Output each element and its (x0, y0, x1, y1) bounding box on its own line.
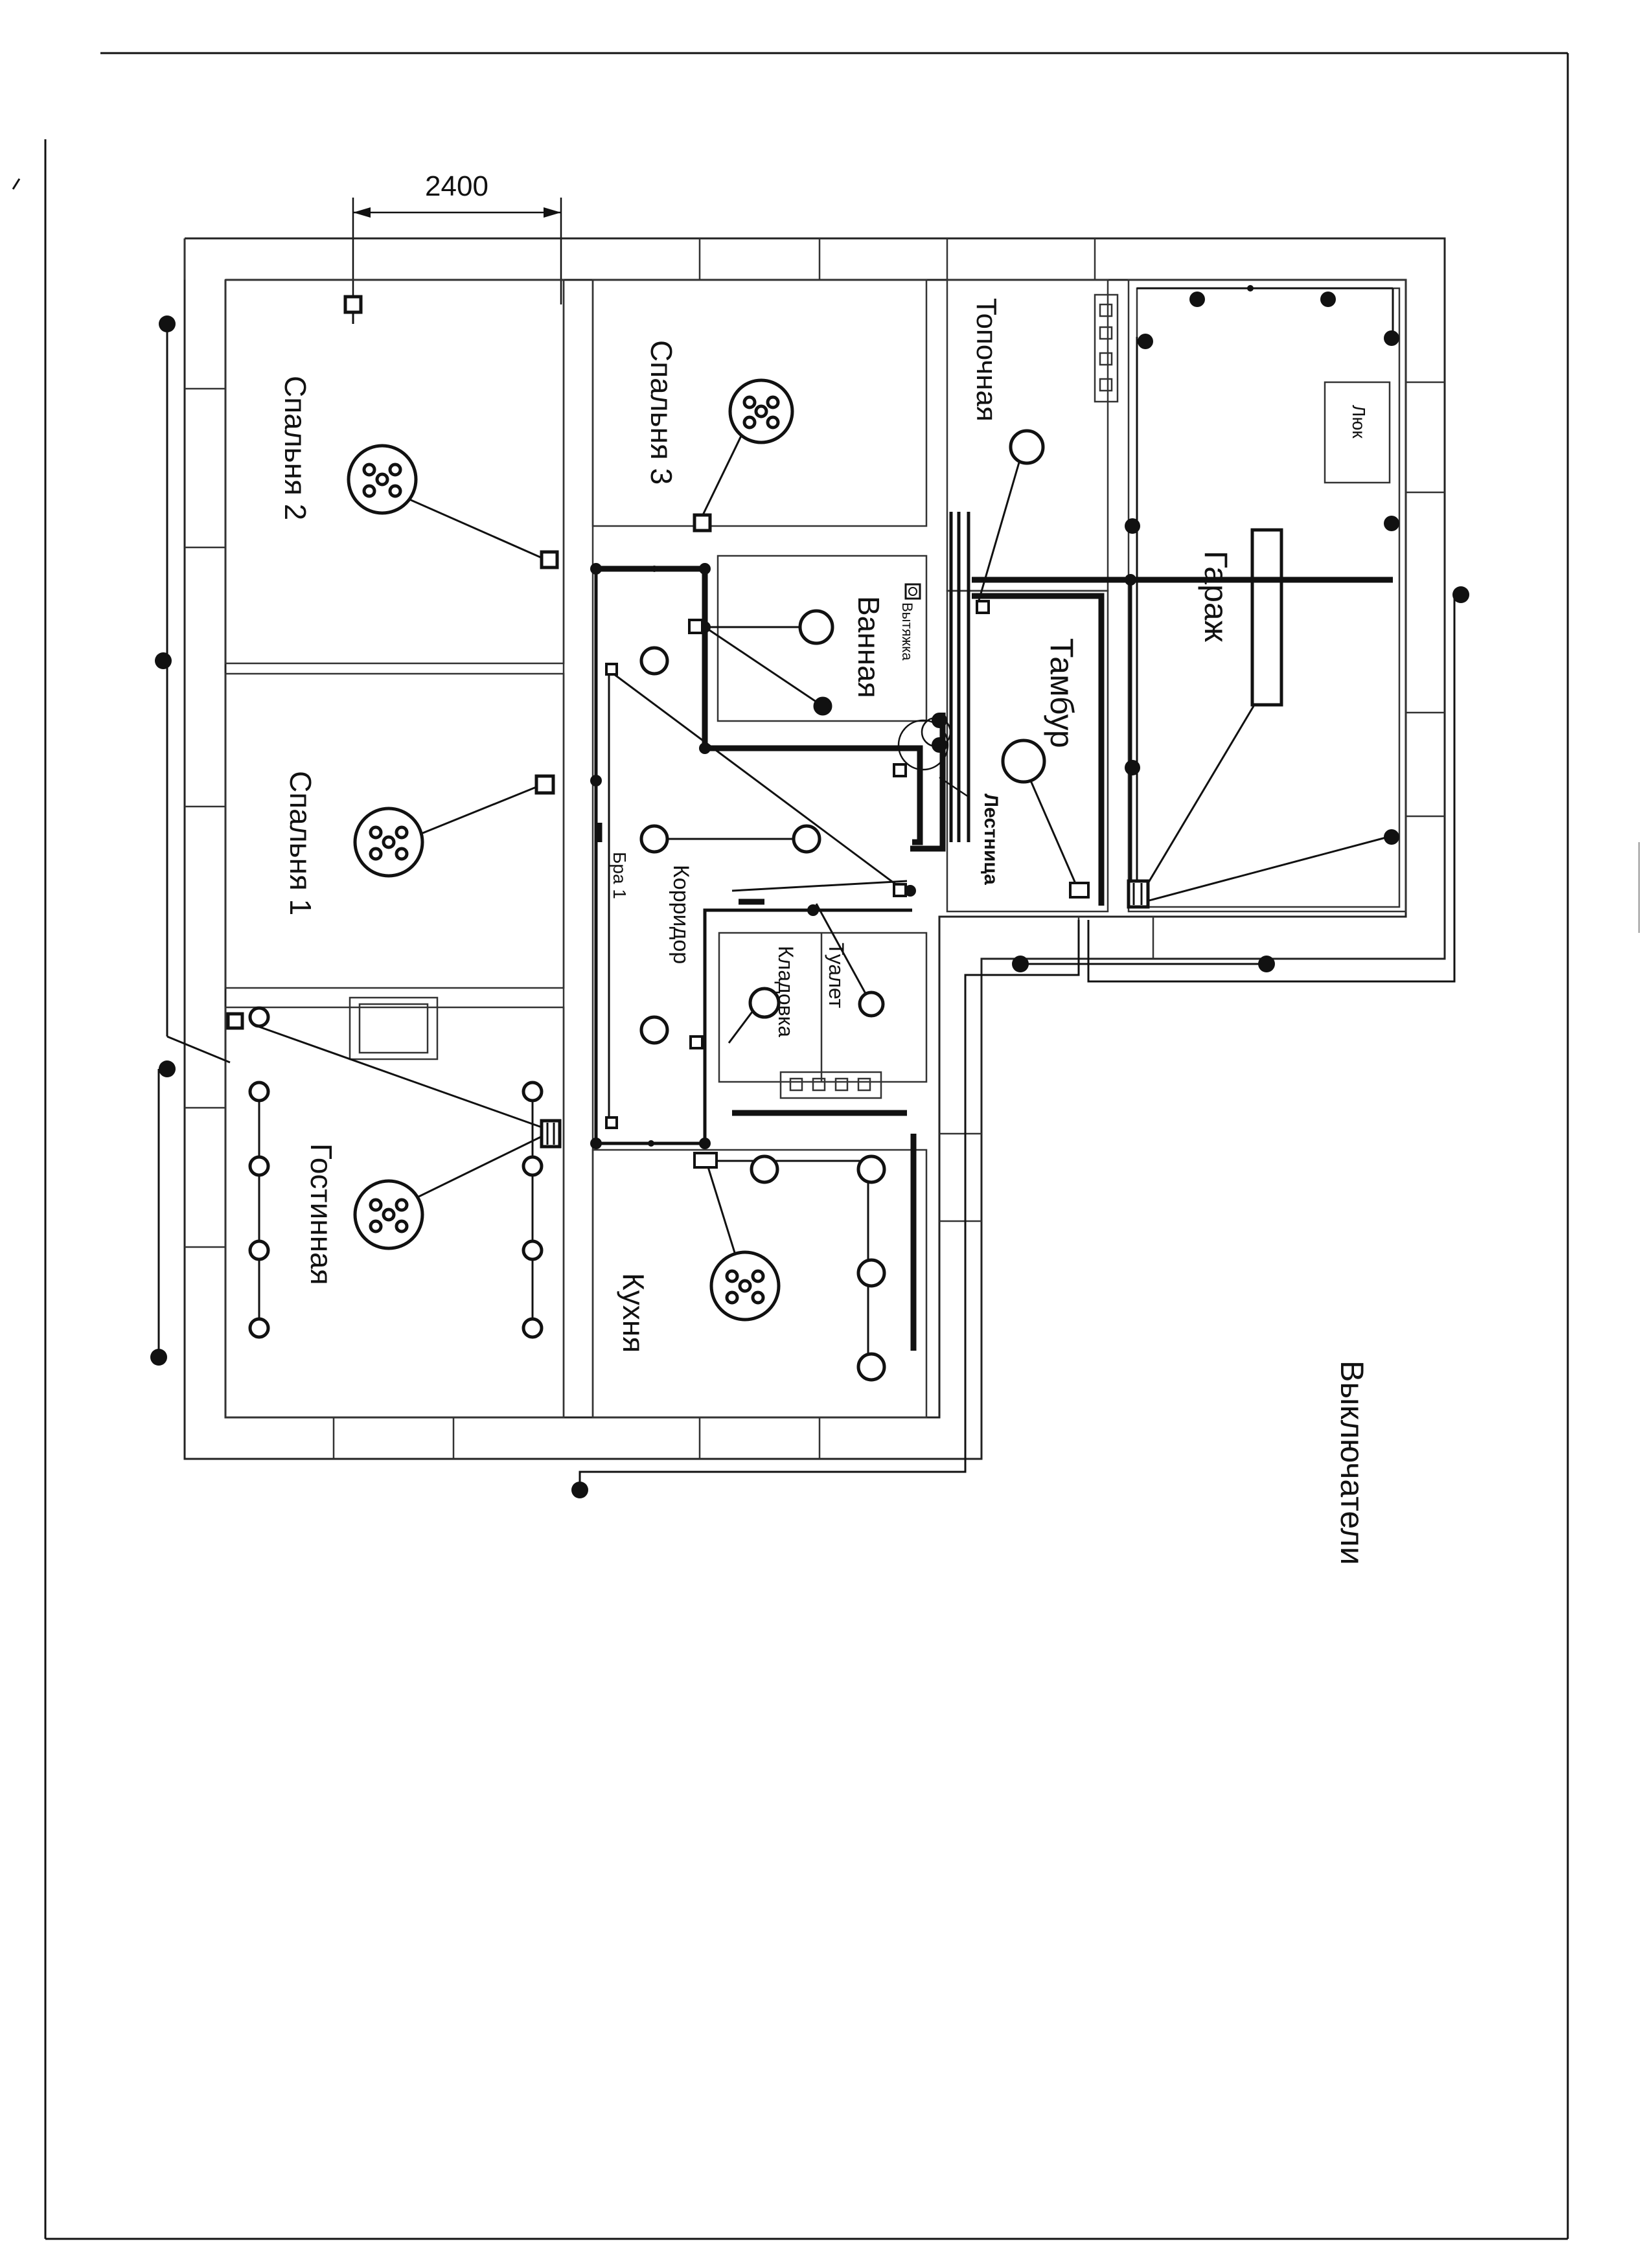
exterior-lights (150, 292, 1469, 1498)
chandelier-bedroom1 (353, 807, 424, 878)
sheet-frame (12, 52, 1640, 2240)
lamp-corridor-1 (639, 646, 669, 676)
hatch-box (1324, 381, 1391, 484)
lamp-vestibule (1001, 739, 1046, 784)
label-living: Гостинная (304, 1143, 338, 1285)
label-sconce: Бра 1 (610, 852, 630, 899)
label-hood: Вытяжка (899, 602, 915, 661)
lamp-kitchen-2 (856, 1154, 886, 1184)
switch-garage (1127, 879, 1150, 909)
room-bath-outline (717, 555, 928, 722)
label-bath: Ванная (852, 596, 886, 698)
switch-living-entry (226, 1012, 244, 1030)
dimension-2400: 2400 (352, 170, 562, 304)
label-bedroom2: Спальня 2 (279, 376, 312, 520)
lamp-toilet (858, 991, 885, 1018)
lamp-furnace (1009, 429, 1045, 465)
lamp-corridor-4 (639, 1015, 669, 1045)
room-pantry-outline (718, 932, 928, 1083)
lamp-corridor-3 (792, 824, 821, 854)
label-hatch: Люк (1349, 405, 1369, 439)
junctions (590, 285, 1254, 1149)
label-bedroom1: Спальня 1 (284, 771, 317, 915)
lamp-kitchen-4 (856, 1352, 886, 1382)
chandelier-kitchen (709, 1250, 781, 1322)
switch-living-block (540, 1119, 562, 1149)
switch-bedroom1 (534, 774, 555, 795)
switch-vestibule (1069, 882, 1090, 899)
chandelier-bedroom3 (728, 378, 794, 444)
switch-bedroom2-top (343, 295, 363, 314)
sheet-title: Выключатели (1334, 1360, 1370, 1565)
label-toilet: Туалет (825, 943, 848, 1009)
lamp-kitchen-3 (856, 1258, 886, 1288)
switch-bedroom3 (693, 513, 712, 533)
switch-bedroom2 (540, 550, 559, 569)
room-garage-outline (1127, 279, 1407, 913)
dimension-label: 2400 (425, 170, 488, 202)
chandeliers (347, 378, 794, 1322)
switch-bath (688, 619, 704, 634)
label-furnace: Топочная (970, 298, 1002, 422)
stairs-marks (897, 716, 969, 798)
lamp-corridor-2 (639, 824, 669, 854)
lamp-living-sconce (248, 1006, 270, 1028)
label-kitchen: Кухня (617, 1273, 650, 1353)
lamp-pantry (748, 987, 781, 1019)
hood-icon (904, 583, 921, 600)
interior-walls (224, 279, 1407, 1419)
lamp-bath (798, 609, 834, 645)
chandelier-bedroom2 (347, 444, 418, 515)
label-stairs: Лестница (980, 794, 1002, 885)
lamp-kitchen-1 (750, 1154, 779, 1184)
room-labels: Спальня 2 Спальня 3 Спальня 1 Топочная Г… (279, 298, 1370, 1565)
chandelier-living (353, 1179, 424, 1250)
label-garage: Гараж (1198, 551, 1234, 643)
switches (226, 295, 1150, 1169)
switch-kitchen (693, 1152, 718, 1169)
label-bedroom3: Спальня 3 (645, 340, 678, 485)
label-vestibule: Тамбур (1044, 638, 1080, 748)
switch-furnace (976, 600, 990, 614)
label-corridor: Корридор (669, 865, 693, 964)
switch-pantry (689, 1035, 704, 1049)
label-pantry: Кладовка (774, 946, 797, 1037)
